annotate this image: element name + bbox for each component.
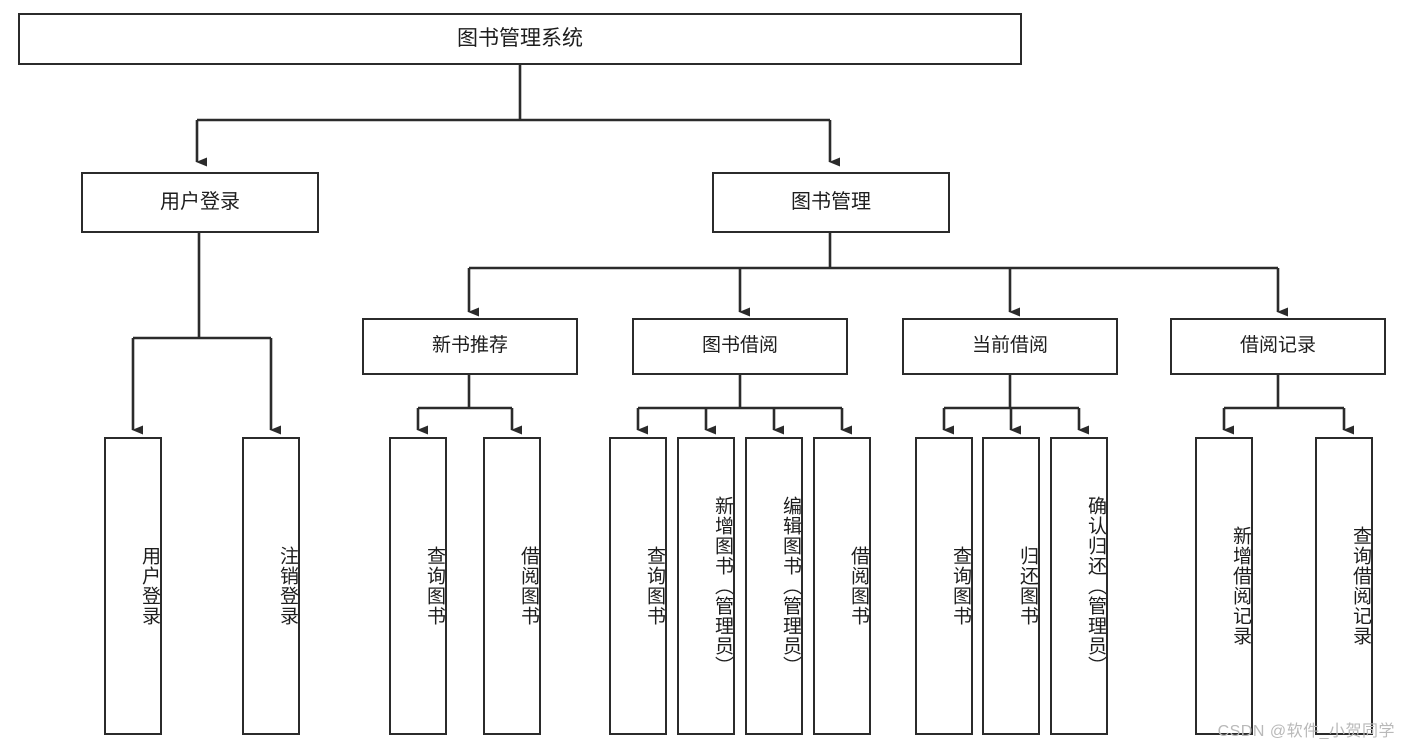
leaf-recommend-borrow-book[interactable]: 借阅图书 <box>483 437 541 735</box>
node-label: 查询图书 <box>644 546 665 626</box>
node-label: 借阅记录 <box>1239 335 1316 357</box>
node-label: 借阅图书 <box>848 546 869 626</box>
leaf-borrow-borrow-book[interactable]: 借阅图书 <box>813 437 871 735</box>
node-label: 新增图书（管理员） <box>712 496 733 676</box>
node-label: 归还图书 <box>1017 546 1038 626</box>
node-label: 新书推荐 <box>431 335 508 357</box>
leaf-borrow-add-book-admin[interactable]: 新增图书（管理员） <box>677 437 735 735</box>
leaf-current-return-book[interactable]: 归还图书 <box>982 437 1040 735</box>
leaf-recommend-query-book[interactable]: 查询图书 <box>389 437 447 735</box>
node-new-book-recommend[interactable]: 新书推荐 <box>362 318 578 375</box>
leaf-user-login-signout[interactable]: 注销登录 <box>242 437 300 735</box>
node-label: 图书管理 <box>791 190 871 213</box>
node-label: 当前借阅 <box>971 335 1048 357</box>
node-book-management[interactable]: 图书管理 <box>712 172 950 233</box>
node-label: 查询借阅记录 <box>1350 526 1371 646</box>
node-root-system[interactable]: 图书管理系统 <box>18 13 1022 65</box>
leaf-borrow-edit-book-admin[interactable]: 编辑图书（管理员） <box>745 437 803 735</box>
leaf-user-login-signin[interactable]: 用户登录 <box>104 437 162 735</box>
node-label: 借阅图书 <box>518 546 539 626</box>
node-label: 新增借阅记录 <box>1230 526 1251 646</box>
leaf-record-add-record[interactable]: 新增借阅记录 <box>1195 437 1253 735</box>
node-label: 注销登录 <box>277 546 298 626</box>
node-label: 确认归还（管理员） <box>1085 496 1106 676</box>
leaf-record-query-record[interactable]: 查询借阅记录 <box>1315 437 1373 735</box>
node-label: 用户登录 <box>139 546 160 626</box>
node-current-borrow[interactable]: 当前借阅 <box>902 318 1118 375</box>
node-label: 用户登录 <box>160 190 240 213</box>
leaf-current-confirm-return-admin[interactable]: 确认归还（管理员） <box>1050 437 1108 735</box>
node-label: 查询图书 <box>424 546 445 626</box>
node-label: 编辑图书（管理员） <box>780 496 801 676</box>
leaf-current-query-book[interactable]: 查询图书 <box>915 437 973 735</box>
node-label: 图书借阅 <box>701 335 778 357</box>
node-borrow-record[interactable]: 借阅记录 <box>1170 318 1386 375</box>
node-label: 图书管理系统 <box>457 26 583 50</box>
node-label: 查询图书 <box>950 546 971 626</box>
node-book-borrow[interactable]: 图书借阅 <box>632 318 848 375</box>
leaf-borrow-query-book[interactable]: 查询图书 <box>609 437 667 735</box>
node-user-login[interactable]: 用户登录 <box>81 172 319 233</box>
